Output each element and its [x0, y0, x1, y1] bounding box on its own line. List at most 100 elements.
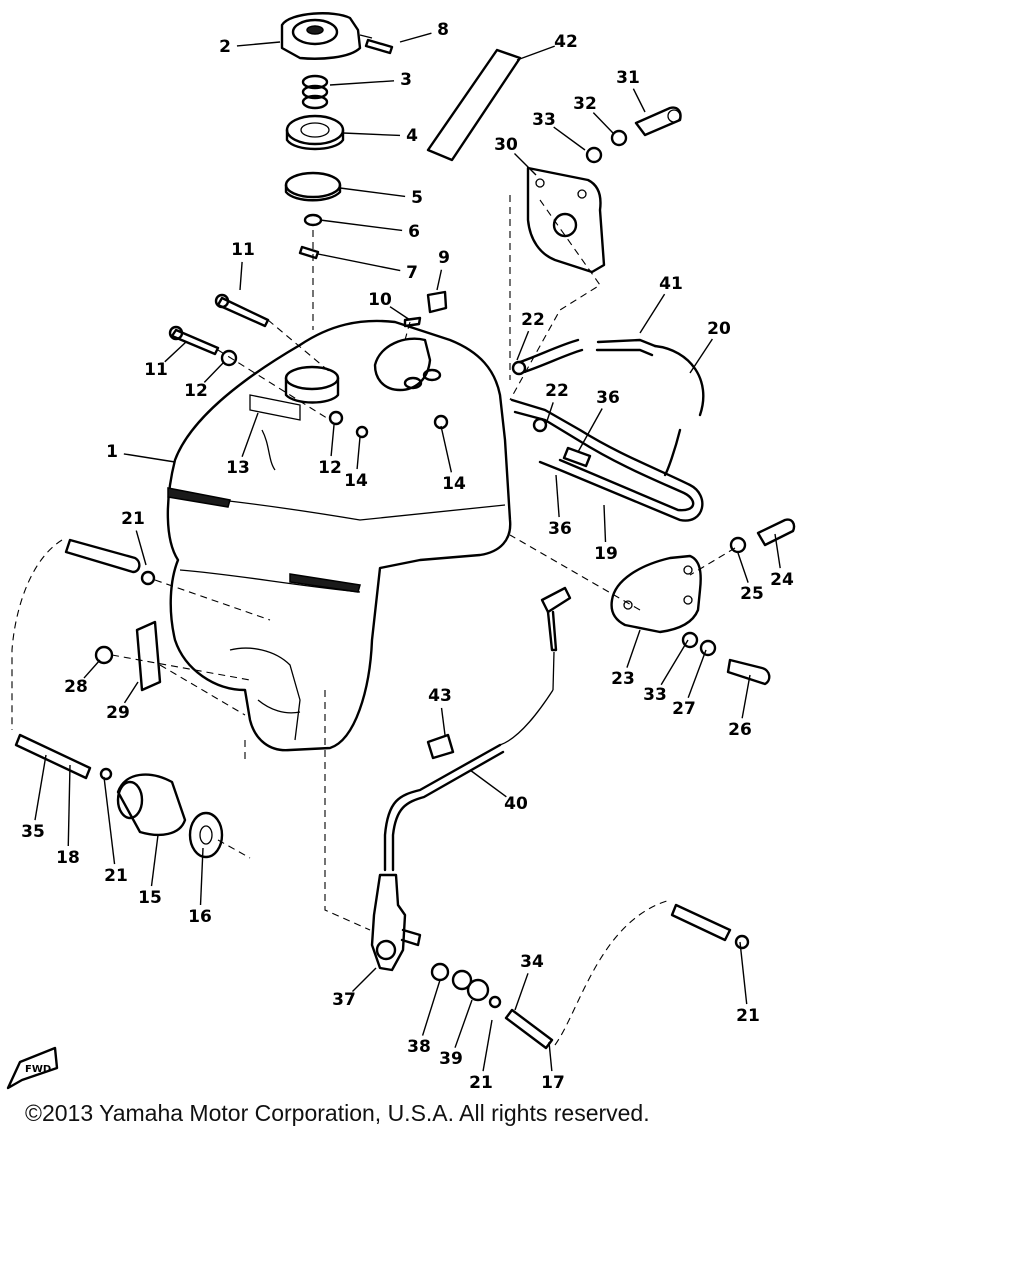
callout-leader-c20	[689, 338, 713, 374]
callout-leader-c39	[454, 999, 473, 1048]
callout-leader-c13	[241, 412, 259, 457]
o-ring	[303, 213, 323, 227]
clip	[426, 290, 448, 314]
callout-leader-c22a	[516, 330, 530, 361]
filter-hose	[14, 733, 92, 780]
callout-label-c12b: 12	[318, 458, 342, 478]
callout-label-c4: 4	[406, 126, 418, 146]
callout-leader-c30	[513, 152, 537, 176]
callout-label-c30: 30	[494, 135, 518, 155]
callout-leader-c14a	[356, 436, 361, 470]
callout-leader-c26	[741, 674, 751, 719]
callout-leader-c33b	[660, 639, 689, 686]
callout-leader-c36b	[555, 474, 560, 518]
callout-leader-c29	[123, 681, 139, 704]
callout-leader-c35	[34, 754, 47, 821]
callout-label-c36a: 36	[596, 388, 620, 408]
callout-leader-c38	[421, 979, 441, 1036]
callout-leader-c22b	[543, 402, 554, 431]
callout-label-c21c: 21	[736, 1006, 760, 1026]
cable	[383, 689, 554, 872]
callout-leader-c11a	[239, 261, 243, 291]
fwd-arrow: FWD	[6, 1046, 59, 1090]
nut	[94, 645, 114, 665]
callout-label-c9: 9	[438, 248, 450, 268]
cap-pin	[364, 38, 394, 55]
callout-label-c16: 16	[188, 907, 212, 927]
callout-label-c17: 17	[541, 1073, 565, 1093]
washer	[699, 639, 717, 657]
washer	[729, 536, 747, 554]
callout-leader-c40	[469, 769, 507, 798]
callout-label-c11a: 11	[231, 240, 255, 260]
callout-leader-c7	[317, 253, 401, 272]
callout-leader-c19	[603, 504, 607, 543]
fuel-gauge-sender	[540, 586, 572, 691]
cap-spring	[301, 74, 329, 110]
callout-label-c21a: 21	[121, 509, 145, 529]
washer	[585, 146, 603, 164]
callout-leader-c31	[632, 88, 646, 113]
return-hose	[670, 903, 732, 942]
callout-leader-c42	[516, 45, 555, 61]
callout-label-c26: 26	[728, 720, 752, 740]
cover-bolt	[756, 518, 796, 547]
callout-label-c15: 15	[138, 888, 162, 908]
callout-label-c6: 6	[408, 222, 420, 242]
callout-leader-c21c	[739, 941, 748, 1005]
cap-gasket	[284, 171, 342, 202]
callout-label-c11b: 11	[144, 360, 168, 380]
callout-leader-c21a	[135, 530, 147, 566]
washer	[430, 962, 450, 982]
callout-label-c24: 24	[770, 570, 794, 590]
tank-bolt	[214, 293, 270, 328]
callout-leader-c24	[774, 533, 781, 569]
mounting-bracket	[526, 166, 606, 274]
cap-stud	[298, 245, 320, 260]
callout-label-c31: 31	[616, 68, 640, 88]
callout-leader-c14b	[440, 425, 453, 473]
callout-leader-c17	[548, 1041, 553, 1072]
callout-leader-c11b	[164, 341, 187, 363]
callout-label-c42: 42	[554, 32, 578, 52]
callout-label-c32: 32	[573, 94, 597, 114]
callout-label-c33b: 33	[643, 685, 667, 705]
callout-leader-c34	[514, 973, 529, 1011]
callout-leader-c16	[199, 847, 204, 906]
hose-clamp	[140, 570, 156, 586]
callout-label-c43: 43	[428, 686, 452, 706]
callout-leader-c21d	[482, 1019, 493, 1072]
fuel-cap	[280, 12, 373, 60]
breather-hose	[518, 338, 705, 477]
callout-label-c13: 13	[226, 458, 250, 478]
callout-label-c2: 2	[219, 37, 231, 57]
callout-label-c27: 27	[672, 699, 696, 719]
cover-bolt	[726, 658, 771, 686]
callout-label-c12a: 12	[184, 381, 208, 401]
callout-label-c21b: 21	[104, 866, 128, 886]
callout-label-c21d: 21	[469, 1073, 493, 1093]
callout-leader-c12b	[330, 424, 335, 457]
callout-label-c10: 10	[368, 290, 392, 310]
callout-label-c35: 35	[21, 822, 45, 842]
callout-leader-c23	[626, 629, 641, 668]
fuel-hose-left	[64, 538, 141, 574]
callout-label-c5: 5	[411, 188, 423, 208]
callout-leader-c3	[329, 80, 395, 86]
copyright-notice: ©2013 Yamaha Motor Corporation, U.S.A. A…	[25, 1100, 650, 1126]
callout-label-c19: 19	[594, 544, 618, 564]
fitting	[466, 978, 490, 1002]
callout-label-c14b: 14	[442, 474, 466, 494]
callout-leader-c8	[399, 32, 432, 43]
hose-clamp	[511, 360, 527, 376]
hose-clamp	[99, 767, 113, 781]
callout-label-c3: 3	[400, 70, 412, 90]
cover-plate	[610, 554, 702, 634]
callout-label-c22b: 22	[545, 381, 569, 401]
callout-leader-c36a	[577, 408, 603, 453]
washer	[220, 349, 238, 367]
fuel-filter	[116, 773, 187, 836]
fuel-tank	[166, 319, 512, 752]
